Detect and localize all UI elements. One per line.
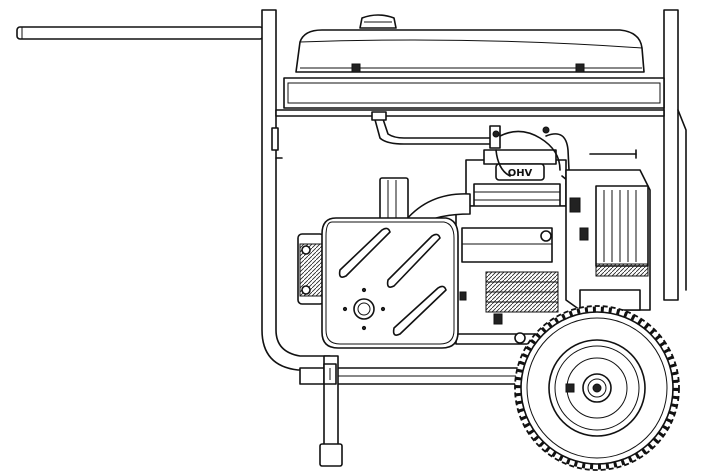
wheel <box>514 305 680 471</box>
vent-slot-1 <box>338 227 391 278</box>
engine: OHV <box>455 149 581 345</box>
support-foot <box>319 355 343 467</box>
alternator <box>565 169 651 311</box>
handle-bar <box>16 26 264 40</box>
vent-slot-2 <box>386 233 441 288</box>
vent-slot-3 <box>392 285 447 336</box>
frame <box>261 9 687 385</box>
ohv-badge-text: OHV <box>508 168 533 179</box>
recoil-starter <box>297 177 409 305</box>
ohv-badge <box>495 163 545 181</box>
fuel-tank <box>283 14 665 109</box>
muffler-guard <box>321 193 471 349</box>
fuel-hose <box>371 111 501 149</box>
